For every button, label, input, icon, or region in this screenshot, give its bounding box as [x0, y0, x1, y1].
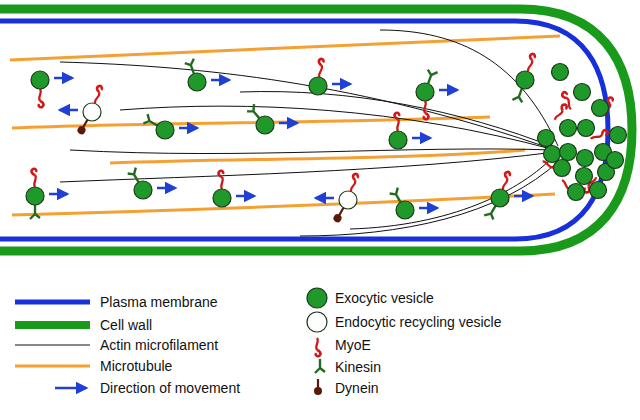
- microtubule: [10, 36, 560, 60]
- legend-label: Kinesin: [335, 358, 381, 376]
- myoe-motor: [32, 169, 37, 187]
- exocytic-vesicle: [307, 288, 327, 308]
- legend-label: Actin microfilament: [100, 336, 218, 354]
- endocytic-vesicle: [339, 191, 357, 209]
- exocytic-vesicle: [31, 71, 49, 89]
- plasma-membrane: [0, 21, 608, 239]
- legend-sample: [15, 345, 90, 346]
- legend-sample: [15, 365, 90, 368]
- exocytic-vesicle: [188, 73, 206, 91]
- movement-arrow: [157, 187, 175, 190]
- movement-arrow: [279, 122, 297, 125]
- movement-arrow: [514, 195, 532, 198]
- movement-arrow: [419, 207, 437, 210]
- exocytic-vesicle: [560, 144, 577, 161]
- exocytic-vesicle: [610, 127, 627, 144]
- myoe-motor: [552, 103, 567, 120]
- legend-sample: [15, 300, 90, 305]
- exocytic-vesicle: [560, 120, 577, 137]
- legend-sample: [15, 321, 90, 329]
- endocytic-vesicle: [307, 312, 327, 332]
- endocytic-vesicle: [83, 103, 101, 121]
- exocytic-vesicle: [491, 189, 509, 207]
- exocytic-vesicle: [592, 100, 609, 117]
- movement-arrow: [54, 77, 72, 80]
- exocytic-vesicle: [256, 116, 274, 134]
- actin-filament: [60, 62, 555, 150]
- legend-label: Plasma membrane: [100, 293, 218, 311]
- actin-filament: [120, 106, 555, 150]
- exocytic-vesicle: [156, 121, 174, 139]
- cell-wall: [0, 9, 632, 251]
- exocytic-vesicle: [134, 181, 152, 199]
- microtubule: [12, 194, 555, 215]
- exocytic-vesicle: [590, 182, 607, 199]
- actin-filament: [380, 30, 558, 146]
- movement-arrow: [236, 195, 254, 198]
- exocytic-vesicle: [309, 77, 327, 95]
- exocytic-vesicle: [389, 131, 407, 149]
- myoe-motor: [348, 173, 359, 192]
- movement-arrow: [332, 83, 350, 86]
- exocytic-vesicle: [574, 84, 591, 101]
- exocytic-vesicle: [554, 160, 571, 177]
- exocytic-vesicle: [416, 83, 434, 101]
- exocytic-vesicle: [396, 201, 414, 219]
- exocytic-vesicle: [607, 152, 624, 169]
- movement-arrow: [439, 89, 457, 92]
- actin-filament: [70, 149, 555, 154]
- legend-label: Exocytic vesicle: [335, 289, 434, 307]
- myoe-motor: [500, 171, 511, 190]
- movement-arrow: [211, 79, 229, 82]
- myoe-motor: [316, 338, 321, 356]
- legend-sample: [55, 387, 86, 390]
- microtubule: [12, 117, 490, 128]
- actin-filament: [300, 160, 560, 236]
- actin-filament: [240, 92, 556, 148]
- legend-label: MyoE: [335, 336, 371, 354]
- dynein-motor: [314, 379, 322, 395]
- exocytic-vesicle: [576, 168, 593, 185]
- exocytic-vesicle: [552, 64, 569, 81]
- legend-label: Cell wall: [100, 316, 152, 334]
- movement-arrow: [179, 127, 197, 130]
- exocytic-vesicle: [578, 120, 595, 137]
- kinesin-motor: [315, 359, 325, 373]
- movement-arrow: [316, 197, 334, 200]
- exocytic-vesicle: [577, 150, 594, 167]
- myoe-motor: [39, 89, 44, 107]
- legend-label: Microtubule: [100, 357, 172, 375]
- movement-arrow: [412, 137, 430, 140]
- actin-filament: [350, 154, 556, 229]
- legend-label: Direction of movement: [100, 379, 240, 397]
- exocytic-vesicle: [538, 130, 555, 147]
- actin-filament: [60, 152, 555, 182]
- legend-label: Endocytic recycling vesicle: [335, 313, 502, 331]
- kinesin-motor: [30, 205, 40, 219]
- movement-arrow: [49, 193, 67, 196]
- exocytic-vesicle: [516, 71, 534, 89]
- myoe-motor: [525, 53, 536, 72]
- movement-arrow: [60, 109, 78, 112]
- exocytic-vesicle: [26, 187, 44, 205]
- legend-label: Dynein: [335, 379, 379, 397]
- exocytic-vesicle: [213, 189, 231, 207]
- myoe-motor: [561, 92, 572, 111]
- myoe-motor: [219, 171, 224, 189]
- myoe-motor: [316, 59, 324, 78]
- myoe-motor: [395, 113, 400, 131]
- myoe-motor: [92, 85, 103, 104]
- myoe-motor: [424, 101, 429, 119]
- exocytic-vesicle: [568, 184, 585, 201]
